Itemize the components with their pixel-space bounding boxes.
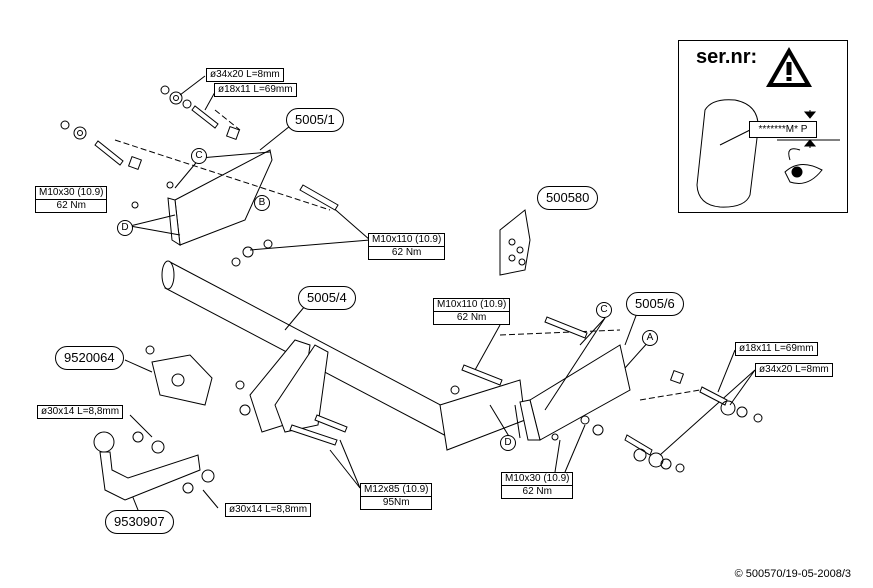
spec-top-2: ø18x11 L=69mm: [214, 83, 297, 97]
washer-spec-left: ø30x14 L=8,8mm: [37, 405, 124, 419]
part-label-9520064-text: 9520064: [64, 350, 115, 365]
spec-right-2: ø34x20 L=8mm: [755, 363, 833, 377]
washer-spec-bottom-text: ø30x14 L=8,8mm: [229, 504, 308, 515]
part-label-9520064: 9520064: [55, 346, 124, 370]
bolt-m10x30-right-spec: M10x30 (10.9): [505, 473, 570, 484]
serial-number-panel: [678, 40, 848, 213]
bolt-m10x30-left-torque: 62 Nm: [36, 199, 107, 212]
tow-ball: [93, 431, 115, 453]
marker-a: A: [642, 330, 658, 346]
marker-c-right-text: C: [600, 304, 608, 315]
part-label-5005-6-text: 5005/6: [635, 296, 675, 311]
spec-top-2-text: ø18x11 L=69mm: [218, 84, 293, 95]
part-label-5005-6: 5005/6: [626, 292, 684, 316]
part-label-5005-4: 5005/4: [298, 286, 356, 310]
part-label-500580: 500580: [537, 186, 599, 210]
marker-c-right: C: [596, 302, 612, 318]
marker-d-left-text: D: [121, 222, 129, 233]
bolt-m12x85-spec: M12x85 (10.9): [364, 484, 429, 495]
marker-c-left-text: C: [195, 150, 203, 161]
spec-top-1: ø34x20 L=8mm: [206, 68, 284, 82]
bolt-m10x110-top-spec: M10x110 (10.9): [372, 234, 442, 245]
part-label-9530907-text: 9530907: [114, 514, 165, 529]
spec-right-1: ø18x11 L=69mm: [735, 342, 818, 356]
part-label-5005-1-text: 5005/1: [295, 112, 335, 127]
marker-b: B: [254, 195, 270, 211]
marker-b-text: B: [258, 197, 266, 208]
bolt-label-m12x85: M12x85 (10.9) 95Nm: [360, 483, 433, 510]
marker-d-right: D: [500, 435, 516, 451]
right-bracket: [529, 344, 631, 441]
part-label-5005-4-text: 5005/4: [307, 290, 347, 305]
washer-spec-left-text: ø30x14 L=8,8mm: [41, 406, 120, 417]
spec-right-1-text: ø18x11 L=69mm: [739, 343, 814, 354]
bolt-label-m10x30-left: M10x30 (10.9) 62 Nm: [35, 186, 108, 213]
serial-number-title: ser.nr:: [696, 46, 758, 68]
bolt-m10x30-right-torque: 62 Nm: [502, 485, 573, 498]
part-label-9530907: 9530907: [105, 510, 174, 534]
part-label-500580-text: 500580: [546, 190, 590, 205]
copyright-footer: © 500570/19-05-2008/3: [734, 568, 851, 580]
spec-right-2-text: ø34x20 L=8mm: [759, 364, 829, 375]
marker-a-text: A: [646, 332, 654, 343]
bolt-m10x30-left-spec: M10x30 (10.9): [39, 187, 104, 198]
marker-d-right-text: D: [504, 437, 512, 448]
bolt-label-m10x30-right: M10x30 (10.9) 62 Nm: [501, 472, 574, 499]
bolt-m12x85-torque: 95Nm: [361, 496, 432, 509]
bolt-m10x110-top-torque: 62 Nm: [369, 246, 445, 259]
socket-plate: [151, 354, 213, 406]
bolt-label-m10x110-right: M10x110 (10.9) 62 Nm: [433, 298, 511, 325]
part-label-5005-1: 5005/1: [286, 108, 344, 132]
bolt-m10x110-right-torque: 62 Nm: [434, 311, 510, 324]
warning-triangle-icon: [766, 47, 812, 87]
spec-top-1-text: ø34x20 L=8mm: [210, 69, 280, 80]
bolt-label-m10x110-top: M10x110 (10.9) 62 Nm: [368, 233, 446, 260]
bolt-m10x110-right-spec: M10x110 (10.9): [437, 299, 507, 310]
serial-plate-label: *******M* P: [749, 121, 817, 138]
marker-d-left: D: [117, 220, 133, 236]
marker-c-left: C: [191, 148, 207, 164]
washer-spec-bottom: ø30x14 L=8,8mm: [225, 503, 312, 517]
